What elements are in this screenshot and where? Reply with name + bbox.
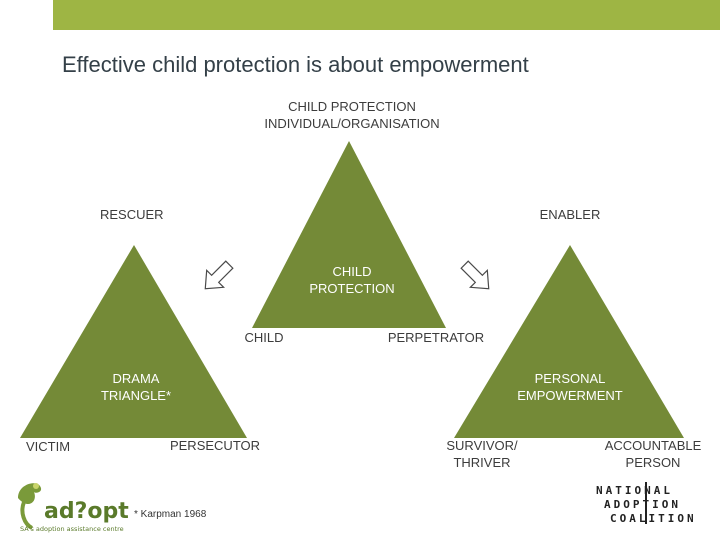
adoption-logo-subtext: SA's adoption assistance centre [20,525,124,533]
label-center: CHILD PROTECTION [309,264,395,296]
coalition-line-2: ADOPTION [604,498,681,511]
label-persecutor: PERSECUTOR [169,438,261,453]
label-rescuer: RESCUER [100,207,164,222]
label-accountable-person: ACCOUNTABLE PERSON [604,438,702,470]
arrow-left-icon [204,260,234,290]
coalition-line-3: COALITION [610,512,697,525]
label-victim: VICTIM [25,439,71,454]
adoption-logo: ad?option SA's adoption assistance centr… [14,472,167,534]
footnote: * Karpman 1968 [134,509,207,520]
label-survivor-thriver: SURVIVOR/ THRIVER [446,438,518,470]
arrow-right-icon [460,260,490,290]
slide-title: Effective child protection is about empo… [62,52,529,77]
coalition-line-1: NATIONAL [596,484,673,497]
adoption-logo-text: ad?option [44,499,129,524]
label-personal-empowerment: PERSONAL EMPOWERMENT [517,371,623,403]
label-child: CHILD [244,330,284,345]
coalition-logo: NATIONAL ADOPTION COALITION [590,480,710,526]
label-perpetrator: PERPETRATOR [387,330,485,345]
label-enabler: ENABLER [539,207,601,222]
label-top-apex: CHILD PROTECTION INDIVIDUAL/ORGANISATION [264,99,440,131]
center-triangle [252,141,446,328]
label-drama-triangle: DRAMA TRIANGLE* [100,371,172,403]
left-triangle [20,245,247,438]
header-bar [53,0,720,30]
right-triangle [454,245,684,438]
